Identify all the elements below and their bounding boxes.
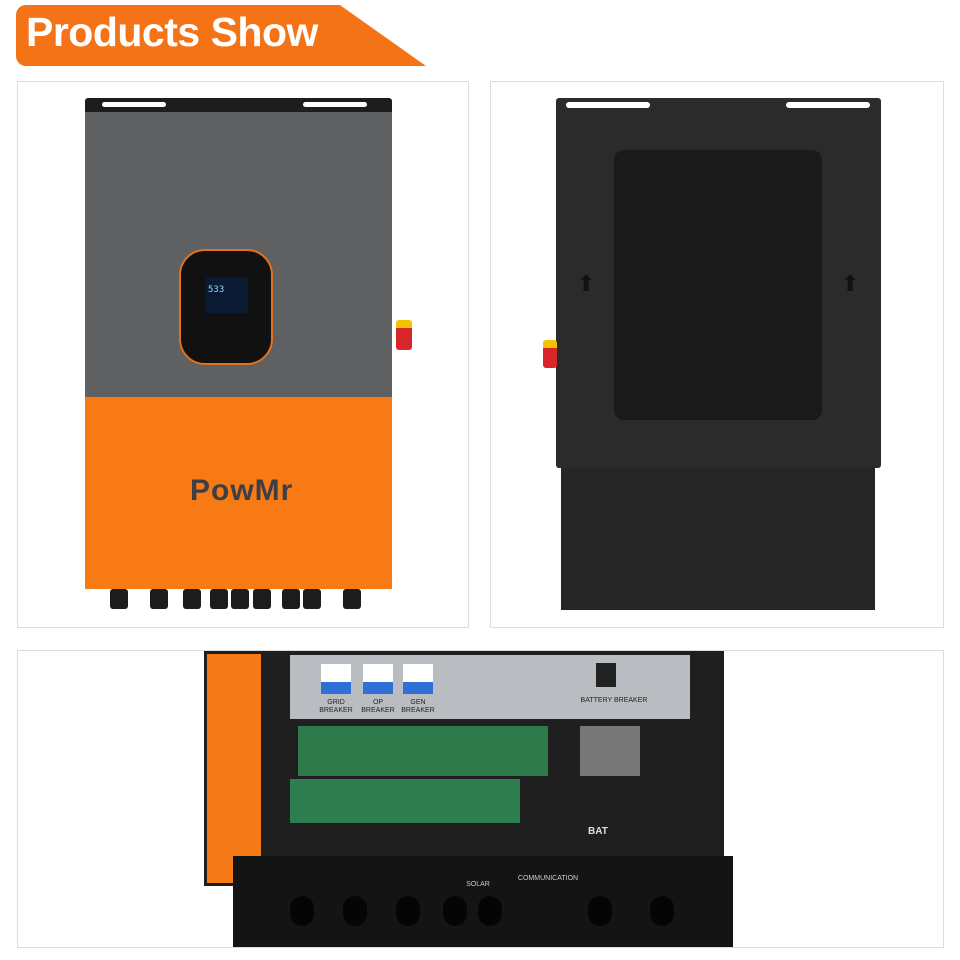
heatsink-panel — [614, 150, 822, 420]
arrow-up-icon: ⬆ — [577, 272, 596, 297]
arrow-up-icon: ⬆ — [841, 272, 860, 297]
cable-gland — [150, 589, 168, 609]
control-board — [298, 726, 548, 776]
bracket-slot — [102, 102, 166, 107]
front-view-panel: 533 PowMr — [17, 81, 469, 628]
side-switch — [396, 320, 412, 350]
cable-gland — [282, 589, 300, 609]
inside-view-panel: GRID BREAKER OP BREAKER GEN BREAKER BATT… — [17, 650, 944, 948]
grid-breaker-label: GRID BREAKER — [319, 699, 353, 714]
communication-label: COMMUNICATION — [517, 875, 579, 882]
cable-gland — [343, 589, 361, 609]
lcd-reading: 533 — [208, 285, 225, 295]
solar-label: SOLAR — [466, 881, 490, 888]
lcd-screen: 533 — [206, 277, 248, 313]
battery-terminals — [580, 726, 640, 776]
cable-gland — [290, 896, 314, 926]
gen-breaker — [403, 664, 433, 694]
terminal-board — [290, 779, 520, 823]
bat-label: BAT — [588, 826, 608, 837]
cable-gland — [303, 589, 321, 609]
grid-breaker — [321, 664, 351, 694]
products-show-banner: Products Show — [16, 5, 426, 66]
inverter-bottom-orange — [85, 397, 392, 589]
breaker-plate — [290, 655, 690, 719]
battery-breaker-switch — [596, 663, 616, 687]
cable-gland — [231, 589, 249, 609]
cable-gland — [110, 589, 128, 609]
cable-gland — [183, 589, 201, 609]
cable-gland — [650, 896, 674, 926]
cable-gland — [210, 589, 228, 609]
battery-breaker-label: BATTERY BREAKER — [580, 697, 648, 704]
op-breaker — [363, 664, 393, 694]
op-breaker-label: OP BREAKER — [361, 699, 395, 714]
cable-gland — [478, 896, 502, 926]
banner-title: Products Show — [26, 9, 318, 55]
bracket-slot — [303, 102, 367, 107]
cable-gland — [443, 896, 467, 926]
back-view-panel: ⬆ ⬆ — [490, 81, 944, 628]
side-switch — [543, 340, 557, 368]
cable-gland — [343, 896, 367, 926]
bracket-slot — [566, 102, 650, 108]
brand-logo: PowMr — [190, 474, 294, 507]
cable-gland — [253, 589, 271, 609]
cable-gland — [588, 896, 612, 926]
back-lower-box — [561, 468, 875, 610]
cable-gland — [396, 896, 420, 926]
door-orange — [204, 651, 264, 886]
bracket-slot — [786, 102, 870, 108]
gen-breaker-label: GEN BREAKER — [401, 699, 435, 714]
